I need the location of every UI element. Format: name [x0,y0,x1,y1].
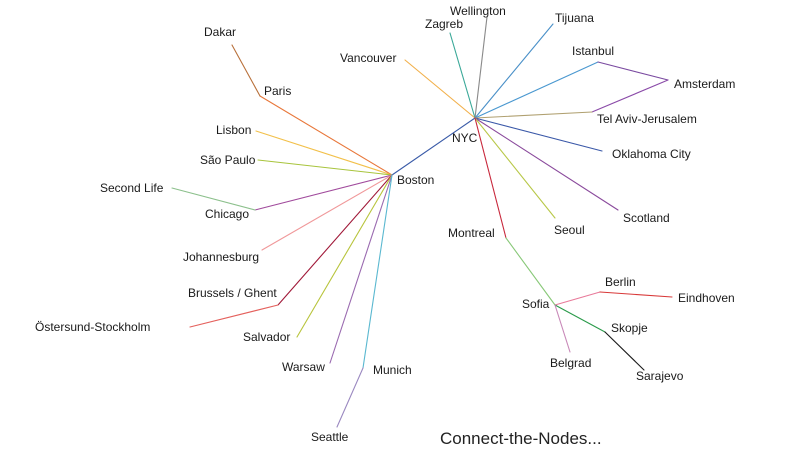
node-label-wellington: Wellington [450,4,506,18]
node-label-tijuana: Tijuana [555,11,594,25]
node-label-salvador: Salvador [243,330,290,344]
edges-layer [171,16,673,428]
node-label-chicago: Chicago [205,207,249,221]
edge-chicago-second-life [171,187,256,211]
node-label-tel-aviv-jerusalem: Tel Aviv-Jerusalem [597,112,697,126]
node-label-warsaw: Warsaw [282,360,325,374]
node-label-belgrad: Belgrad [550,356,591,370]
node-label-lisbon: Lisbon [216,123,251,137]
node-label-sarajevo: Sarajevo [636,369,684,383]
edge-boston-munich [362,174,393,369]
node-label-dakar: Dakar [204,25,236,39]
edge-boston-lisbon [255,130,393,176]
edge-nyc-vancouver [404,59,476,119]
edge-nyc-scotland [474,117,619,211]
node-label-montreal: Montreal [448,226,495,240]
node-label-ostersund-stockholm: Östersund-Stockholm [35,320,150,334]
node-label-seattle: Seattle [311,430,349,444]
edge-boston-sao-paulo [257,159,393,176]
edge-nyc-wellington [474,16,488,119]
edge-istanbul-amsterdam [597,61,669,81]
node-label-munich: Munich [373,363,412,377]
node-label-skopje: Skopje [611,321,648,335]
node-label-sao-paulo: São Paulo [200,153,256,167]
node-label-amsterdam: Amsterdam [674,77,735,91]
edge-nyc-seoul [474,117,556,219]
edge-sofia-skopje [554,304,606,333]
node-label-seoul: Seoul [554,223,585,237]
node-label-sofia: Sofia [522,297,550,311]
node-label-oklahoma-city: Oklahoma City [612,147,691,161]
edge-sofia-belgrad [554,304,571,353]
edge-nyc-oklahoma-city [474,117,603,152]
edge-amsterdam-tel-aviv-jerusalem [591,79,669,113]
edge-boston-brussels-ghent [277,174,393,306]
edge-boston-warsaw [329,174,393,364]
edge-boston-paris [259,95,393,176]
edge-boston-salvador [296,174,393,338]
edge-nyc-zagreb [449,32,476,119]
edge-sofia-berlin [554,291,601,306]
node-label-second-life: Second Life [100,181,164,195]
edge-munich-seattle [336,367,364,428]
edge-nyc-tijuana [474,23,554,119]
edge-nyc-boston [391,117,476,176]
node-label-johannesburg: Johannesburg [183,250,259,264]
edge-brussels-ghent-ostersund-stockholm [189,304,279,328]
node-label-istanbul: Istanbul [572,44,614,58]
edge-paris-dakar [231,44,261,97]
diagram-caption: Connect-the-Nodes... [440,429,602,448]
node-label-zagreb: Zagreb [425,17,463,31]
node-label-nyc: NYC [452,131,478,145]
node-label-brussels-ghent: Brussels / Ghent [188,286,277,300]
node-label-paris: Paris [264,84,291,98]
edge-boston-chicago [254,174,393,211]
node-label-vancouver: Vancouver [340,51,396,65]
edge-boston-johannesburg [261,174,393,251]
node-label-eindhoven: Eindhoven [678,291,735,305]
edge-montreal-sofia [505,237,556,306]
node-label-berlin: Berlin [605,275,636,289]
edge-berlin-eindhoven [599,291,673,298]
edge-skopje-sarajevo [604,331,645,371]
edge-nyc-istanbul [474,61,599,119]
edge-nyc-montreal [474,117,507,239]
node-label-scotland: Scotland [623,211,670,225]
node-label-boston: Boston [397,173,434,187]
edge-nyc-tel-aviv-jerusalem [474,111,593,119]
